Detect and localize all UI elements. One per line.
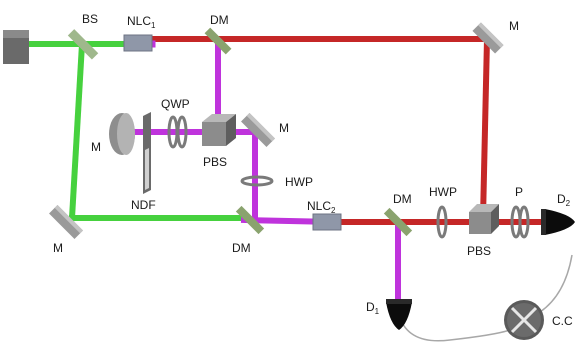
label-nlc1: NLC1 bbox=[127, 14, 156, 30]
label-qwp: QWP bbox=[161, 97, 190, 111]
laser-source bbox=[3, 30, 29, 64]
label-m-top-right: M bbox=[509, 19, 519, 33]
pbs-center-cube bbox=[202, 114, 236, 146]
coincidence-counter bbox=[504, 300, 544, 340]
label-d1: D1 bbox=[366, 300, 380, 316]
label-cc: C.C bbox=[552, 314, 573, 328]
cable-cc-to-d2 bbox=[539, 254, 573, 313]
label-bs: BS bbox=[82, 12, 98, 26]
polarizer-p bbox=[510, 205, 530, 239]
green-beam bbox=[25, 40, 247, 222]
cable-d1-to-cc bbox=[399, 317, 511, 342]
detector-d1 bbox=[386, 299, 412, 330]
detector-d2 bbox=[541, 209, 575, 235]
label-pbs-center: PBS bbox=[203, 155, 227, 169]
label-d2: D2 bbox=[557, 192, 571, 208]
mirror-top-right bbox=[472, 22, 504, 54]
beam-splitter-bs bbox=[67, 29, 99, 60]
label-m-left: M bbox=[91, 140, 101, 154]
label-ndf: NDF bbox=[131, 198, 156, 212]
mirror-left bbox=[109, 113, 135, 155]
hwp-right-plate bbox=[436, 205, 448, 239]
mirror-bottom-left bbox=[49, 205, 83, 239]
pbs-right-cube bbox=[469, 204, 499, 234]
label-dm-bottom: DM bbox=[232, 241, 251, 255]
label-nlc2: NLC2 bbox=[307, 199, 336, 215]
dichroic-mirror-right bbox=[383, 207, 413, 237]
label-dm-top: DM bbox=[210, 13, 229, 27]
label-m-center: M bbox=[279, 121, 289, 135]
nlc1-crystal bbox=[123, 34, 153, 52]
label-p: P bbox=[515, 185, 523, 199]
mirror-center bbox=[241, 113, 275, 147]
nlc2-crystal bbox=[312, 213, 342, 231]
qwp-plate bbox=[167, 115, 188, 149]
label-hwp-center: HWP bbox=[285, 175, 313, 189]
hwp-center-plate bbox=[240, 175, 274, 187]
neutral-density-filter bbox=[143, 112, 151, 194]
dichroic-mirror-bottom bbox=[235, 205, 265, 235]
label-dm-right: DM bbox=[393, 192, 412, 206]
magenta-beam bbox=[125, 39, 401, 303]
dichroic-mirror-top bbox=[204, 27, 232, 55]
label-pbs-right: PBS bbox=[467, 244, 491, 258]
label-m-bottom-left: M bbox=[53, 241, 63, 255]
label-hwp-right: HWP bbox=[429, 185, 457, 199]
